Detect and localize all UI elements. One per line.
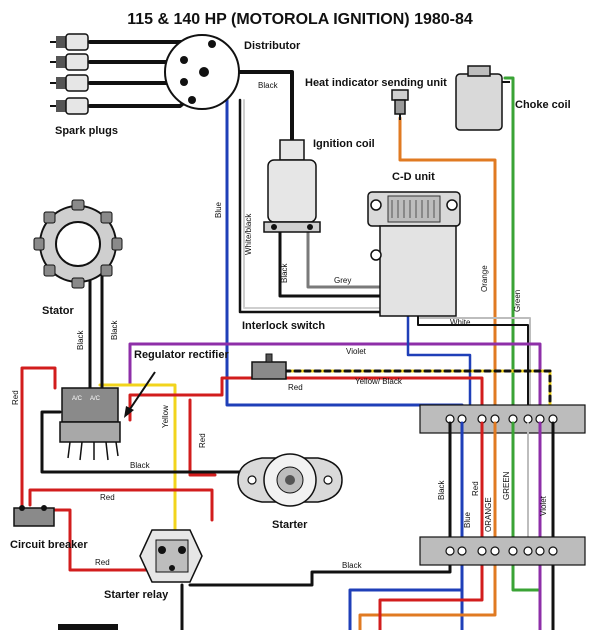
interlock-switch-label: Interlock switch xyxy=(242,320,325,332)
spark-plugs-label: Spark plugs xyxy=(55,125,118,137)
wire-label-grey: Grey xyxy=(334,276,351,285)
starter-relay-icon xyxy=(139,529,203,583)
terminal-strip-upper xyxy=(419,404,586,434)
red-left-wire xyxy=(20,366,57,507)
spark-plug-2-icon xyxy=(50,53,89,71)
wire-label-term-orange: ORANGE xyxy=(484,497,493,532)
stator-label: Stator xyxy=(42,305,75,317)
wire-label-term-red: Red xyxy=(471,481,480,496)
blue-lower-wire xyxy=(348,558,464,630)
regulator-rectifier-label: Regulator rectifier xyxy=(134,349,229,361)
circuit-breaker-icon xyxy=(13,505,55,527)
green-wire-lower xyxy=(511,558,542,630)
rect-ac-1-label: A/C xyxy=(72,396,83,402)
rect-ac-2-label: A/C xyxy=(90,396,101,402)
spark-plug-4-icon xyxy=(50,97,89,115)
wire-label-black-mid: Black xyxy=(130,461,151,470)
grey-wire xyxy=(306,230,384,289)
spark-plug-3-icon xyxy=(50,74,89,92)
wire-label-violet-top: Violet xyxy=(346,347,367,356)
wire-label-blue-left: Blue xyxy=(214,201,223,218)
wire-label-black-bottom: Black xyxy=(342,561,363,570)
wire-label-red-left: Red xyxy=(11,390,20,405)
white-black-wire-dark xyxy=(238,98,400,314)
wire-label-red-lower: Red xyxy=(100,493,115,502)
white-wire xyxy=(419,317,531,421)
wire-label-yellow-black: Yellow/ Black xyxy=(355,377,403,386)
wire-label-term-green: GREEN xyxy=(502,471,511,500)
cd-blue-lead xyxy=(406,313,472,422)
wire-label-black-coil: Black xyxy=(280,262,289,283)
wire-label-red-mid: Red xyxy=(288,383,303,392)
red-mid-wire xyxy=(128,376,484,422)
green-wire xyxy=(503,76,515,422)
distributor-label: Distributor xyxy=(244,40,301,52)
wire-label-yellow-left: Yellow xyxy=(161,405,170,428)
terminal-strip-lower xyxy=(419,536,586,566)
spark-plug-1-icon xyxy=(50,33,89,51)
wire-label-stator-black-2: Black xyxy=(110,319,119,340)
wire-label-term-blue: Blue xyxy=(463,511,472,528)
spark-plugs xyxy=(50,33,89,115)
choke-coil-icon xyxy=(455,65,510,131)
yellow-black-stripe xyxy=(283,369,552,422)
wire-label-white: White xyxy=(450,318,471,327)
starter-relay-label: Starter relay xyxy=(104,589,169,601)
yellow-wire xyxy=(98,383,177,542)
pointer-arrow-icon xyxy=(124,371,156,418)
wire-label-red-center: Red xyxy=(198,433,207,448)
starter-icon xyxy=(237,453,343,507)
bottom-black-bar xyxy=(58,624,118,630)
terminal-strip-wires xyxy=(448,421,555,547)
wire-label-green-right: Green xyxy=(513,290,522,312)
choke-coil-label: Choke coil xyxy=(515,99,571,111)
black-bottom-wire xyxy=(188,558,452,587)
orange-wire-lower xyxy=(358,558,497,630)
heat-sender-label: Heat indicator sending unit xyxy=(305,77,447,89)
wire-label-white-black: White/black xyxy=(244,213,253,255)
plug-lead-4 xyxy=(88,96,192,108)
black-reg-ground xyxy=(40,410,242,474)
interlock-switch-icon xyxy=(251,353,287,380)
regulator-rectifier-icon: A/C A/C xyxy=(59,387,121,461)
ignition-coil-icon xyxy=(263,139,321,233)
diagram-title: 115 & 140 HP (MOTOROLA IGNITION) 1980-84 xyxy=(127,11,473,28)
wire-label-stator-black-1: Black xyxy=(76,329,85,350)
wire-label-red-breaker: Red xyxy=(95,558,110,567)
heat-sender-icon xyxy=(391,89,409,120)
ignition-coil-label: Ignition coil xyxy=(313,138,375,150)
stator-icon xyxy=(33,199,123,289)
coil-black-wire xyxy=(278,230,400,298)
red-center-wire xyxy=(188,398,217,477)
cd-unit-label: C-D unit xyxy=(392,171,435,183)
red-term-lower xyxy=(378,558,484,630)
cd-unit-icon xyxy=(367,191,461,317)
white-black-wire-light xyxy=(243,99,399,309)
wire-label-orange-right: Orange xyxy=(480,265,489,292)
circuit-breaker-label: Circuit breaker xyxy=(10,539,88,551)
wire-label-term-black: Black xyxy=(437,479,446,500)
red-lower-wire xyxy=(28,488,214,522)
wire-label-black-dist: Black xyxy=(258,81,279,90)
starter-label: Starter xyxy=(272,519,308,531)
wire-label-term-violet: Violet xyxy=(539,495,548,516)
distributor-icon xyxy=(164,34,240,110)
orange-wire xyxy=(398,116,497,422)
